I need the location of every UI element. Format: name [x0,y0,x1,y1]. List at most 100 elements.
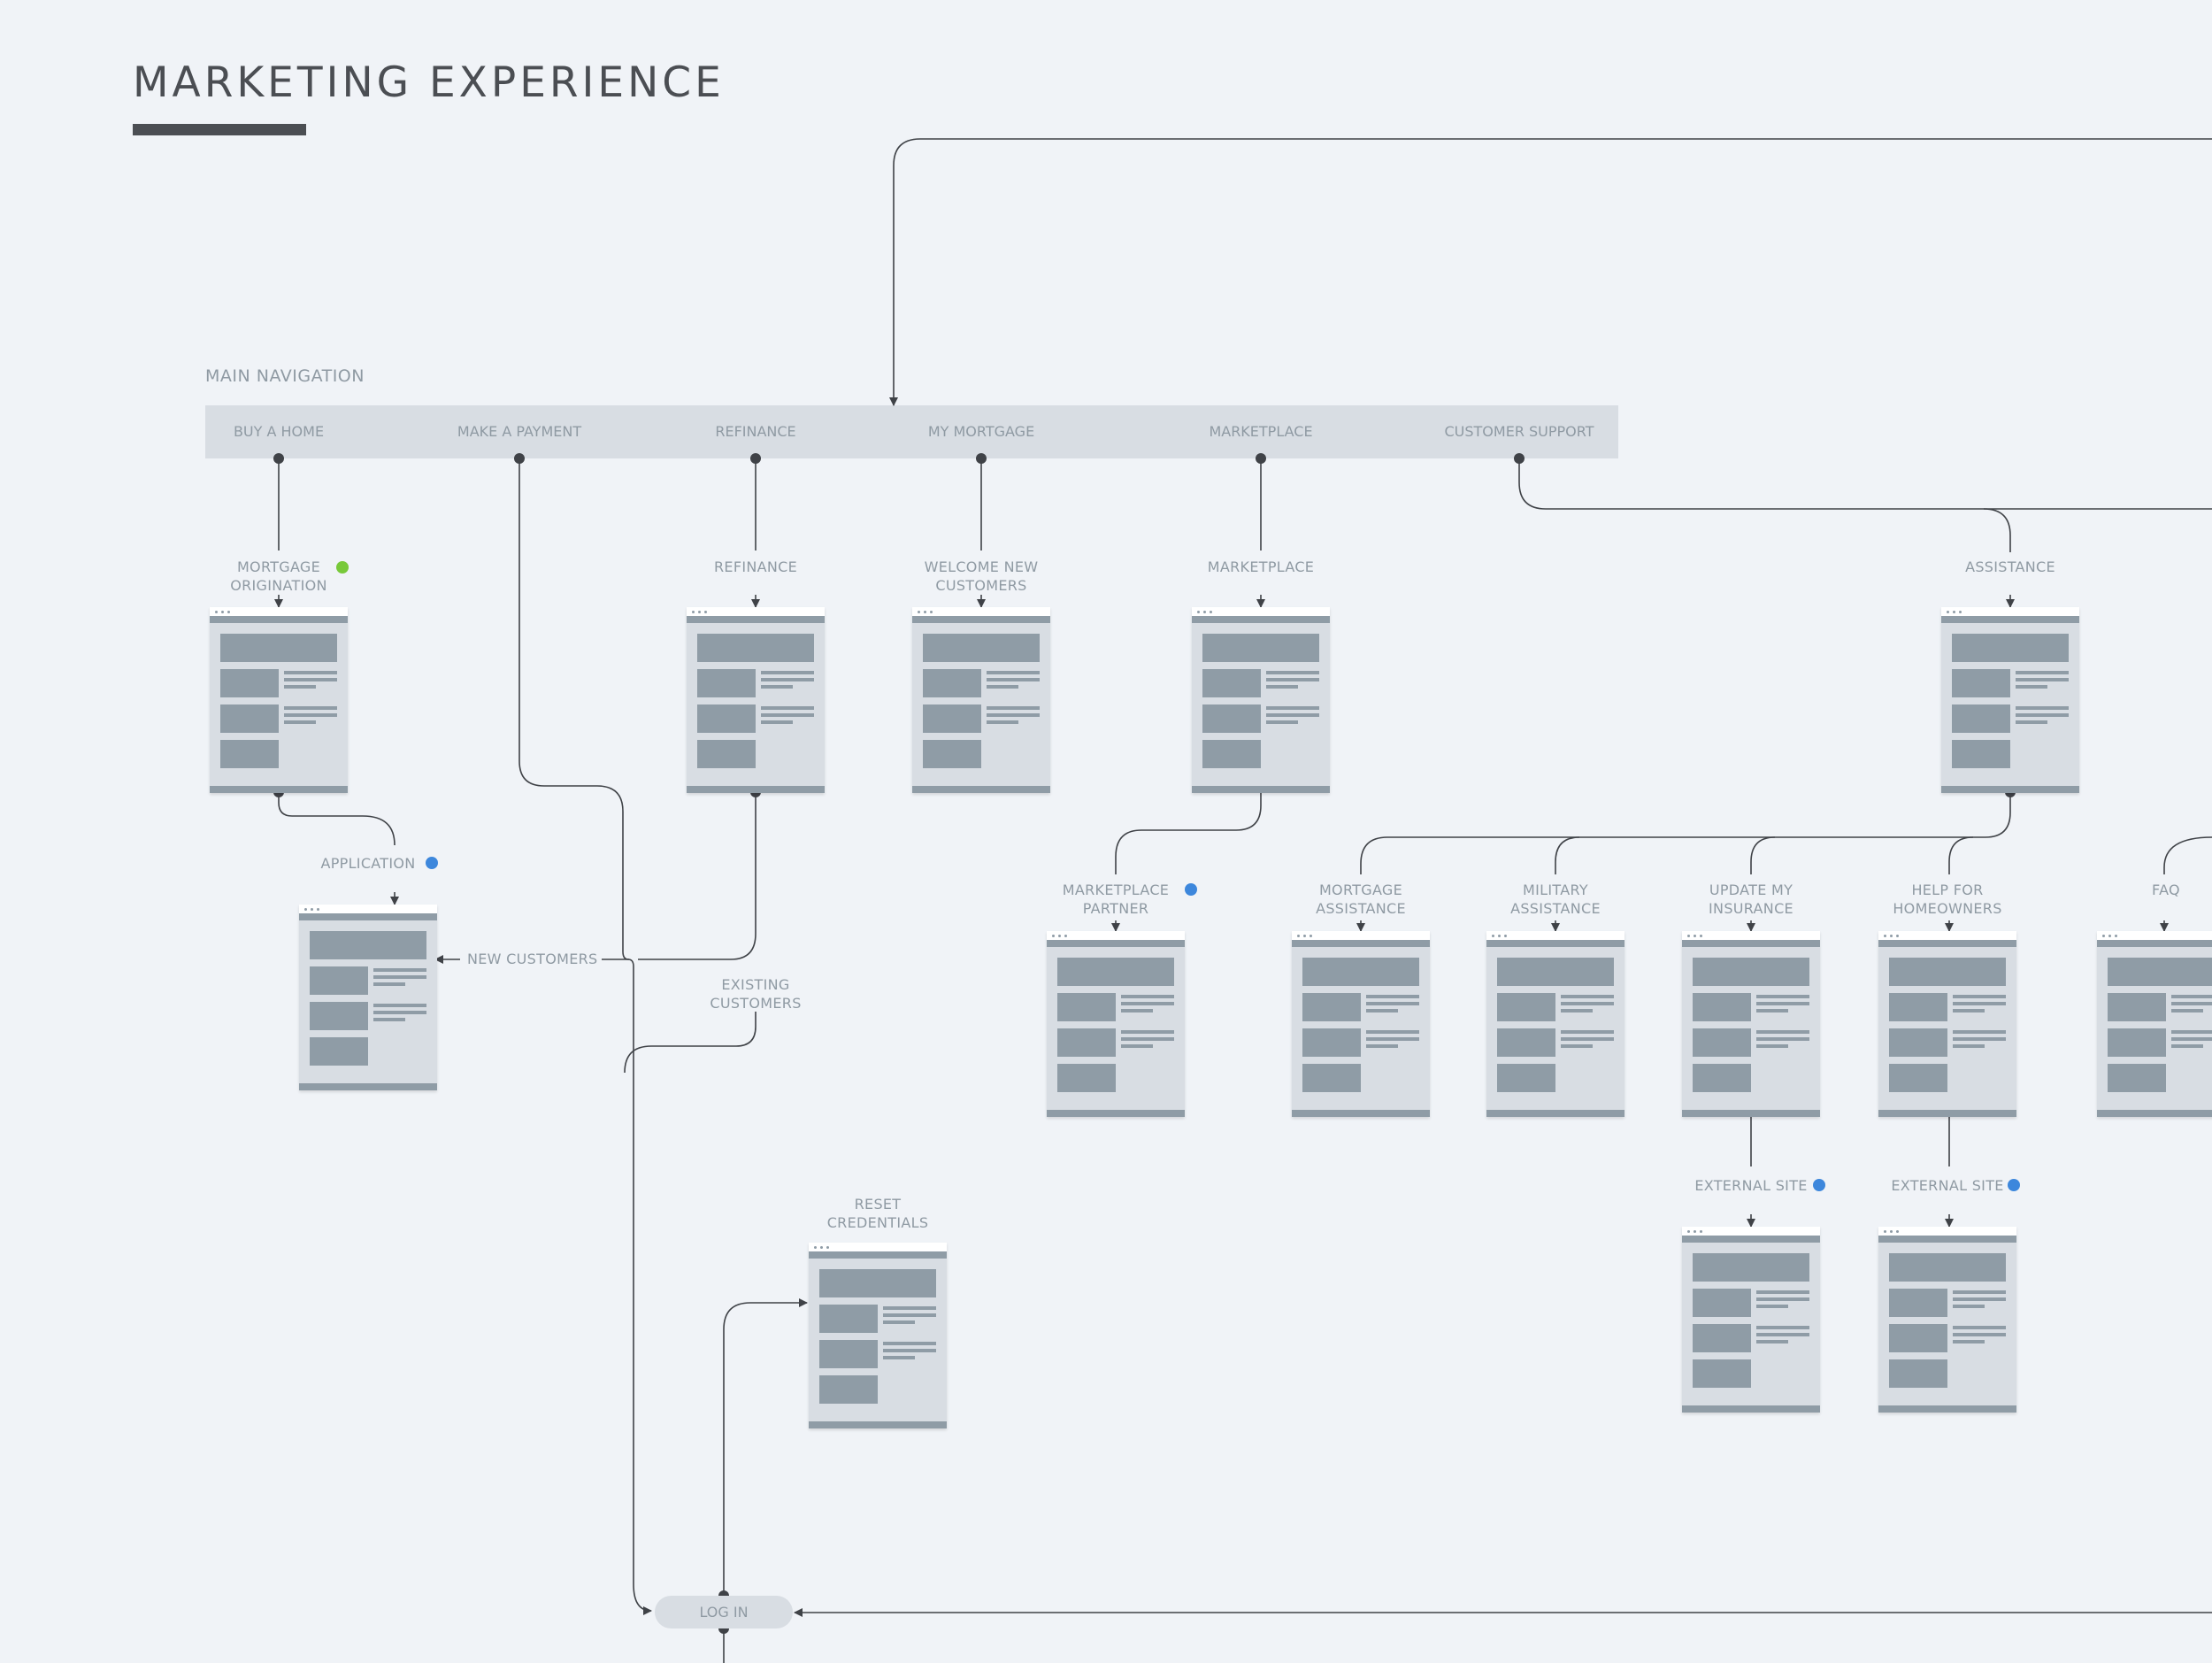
wireframe-hero-block [1057,958,1174,986]
window-dot [930,611,933,613]
nav-item-make-a-payment[interactable]: MAKE A PAYMENT [457,423,582,440]
window-dot [227,611,230,613]
wireframe-image-block [1693,1324,1751,1352]
label-reset-credentials: RESET CREDENTIALS [826,1196,929,1231]
wireframe-image-block [1302,993,1361,1021]
wireframe-image-block [1889,1028,1947,1057]
wireframe-header [210,616,348,623]
window-dot [221,611,224,613]
wireframe-text-line [284,713,337,717]
page-thumbnail-refinance[interactable] [687,607,825,793]
wireframe-image-block [1889,993,1947,1021]
page-thumbnail-military-assistance[interactable] [1486,931,1624,1117]
page-thumbnail-external-site[interactable] [1682,1227,1820,1413]
wireframe-text-line [2016,678,2069,681]
wireframe-text-line [2171,1037,2212,1041]
page-thumbnail-assistance[interactable] [1941,607,2079,793]
nav-item-customer-support[interactable]: CUSTOMER SUPPORT [1444,423,1594,440]
wireframe-image-block [697,740,756,768]
log-in-button[interactable]: LOG IN [655,1596,793,1628]
nav-item-marketplace[interactable]: MARKETPLACE [1209,423,1313,440]
wireframe-text-line [1953,1002,2006,1005]
page-thumbnail-mortgage-origination[interactable] [210,607,348,793]
label-faq: FAQ [2152,882,2180,898]
wireframe-text-line [373,975,426,979]
wireframe-footer [809,1421,947,1428]
wireframe-text-line [1121,995,1174,998]
window-titlebar [1192,607,1330,616]
page-thumbnail-marketplace-partner[interactable] [1047,931,1185,1117]
wireframe-text-line [284,720,316,724]
nav-item-refinance[interactable]: REFINANCE [715,423,796,440]
nav-item-buy-a-home[interactable]: BUY A HOME [233,423,325,440]
wireframe-hero-block [1952,634,2069,662]
wireframe-footer [2097,1110,2212,1117]
page-thumbnail-welcome-new-customers[interactable] [912,607,1050,793]
wireframe-image-block [2108,993,2166,1021]
wireframe-header [1941,616,2079,623]
wireframe-text-line [1756,1030,1809,1034]
nav-item-my-mortgage[interactable]: MY MORTGAGE [927,423,1035,440]
wireframe-text-line [1953,1305,1985,1308]
wireframe-hero-block [697,634,814,662]
wireframe-text-line [987,706,1040,710]
window-dot [1064,935,1067,937]
wireframe-footer [912,786,1050,793]
wireframe-text-line [761,685,793,689]
wireframe-image-block [1693,1289,1751,1317]
page-thumbnail-help-for-homeowners[interactable] [1878,931,2016,1117]
wireframe-image-block [1497,1028,1555,1057]
wireframe-hero-block [1693,958,1809,986]
wireframe-header [809,1251,947,1259]
wireframe-text-line [1756,1044,1788,1048]
wireframe-hero-block [2108,958,2212,986]
wireframe-text-line [987,720,1018,724]
wireframe-image-block [1202,740,1261,768]
wireframe-text-line [1121,1002,1174,1005]
label-application: APPLICATION [320,855,416,872]
wireframe-text-line [1266,685,1298,689]
blue-status-dot [426,857,438,869]
wireframe-text-line [1953,1297,2006,1301]
page-thumbnail-application[interactable] [299,905,437,1090]
wireframe-image-block [1889,1289,1947,1317]
blue-status-dot [1813,1179,1825,1191]
wireframe-image-block [1497,1064,1555,1092]
wireframe-text-line [1953,1037,2006,1041]
window-dot [704,611,707,613]
wireframe-text-line [1366,1044,1398,1048]
wireframe-image-block [220,704,279,733]
label-external-site: EXTERNAL SITE [1891,1177,2004,1194]
wireframe-image-block [1057,1028,1116,1057]
wireframe-text-line [1756,1290,1809,1294]
wireframe-footer [299,1083,437,1090]
wireframe-footer [1878,1405,2016,1413]
wireframe-image-block [923,669,981,697]
wireframe-text-line [373,1004,426,1007]
label-assistance: ASSISTANCE [1965,558,2055,575]
window-dot [311,908,313,911]
window-titlebar [2097,931,2212,940]
wireframe-hero-block [1202,634,1319,662]
window-dot [1687,1230,1690,1233]
window-titlebar [1682,931,1820,940]
wireframe-footer [1682,1110,1820,1117]
page-thumbnail-reset-credentials[interactable] [809,1243,947,1428]
page-thumbnail-mortgage-assistance[interactable] [1292,931,1430,1117]
wireframe-image-block [819,1340,878,1368]
wireframe-text-line [2016,713,2069,717]
wireframe-text-line [1756,1340,1788,1343]
page-thumbnail-marketplace[interactable] [1192,607,1330,793]
wireframe-image-block [697,669,756,697]
wireframe-text-line [1561,1002,1614,1005]
page-thumbnail-external-site[interactable] [1878,1227,2016,1413]
wireframe-image-block [1693,993,1751,1021]
wireframe-footer [1486,1110,1624,1117]
window-dot [1959,611,1962,613]
page-thumbnail-update-my-insurance[interactable] [1682,931,1820,1117]
wireframe-text-line [2171,1044,2203,1048]
label-marketplace: MARKETPLACE [1207,558,1315,575]
wireframe-image-block [1302,1064,1361,1092]
page-thumbnail-faq[interactable] [2097,931,2212,1117]
window-titlebar [1292,931,1430,940]
